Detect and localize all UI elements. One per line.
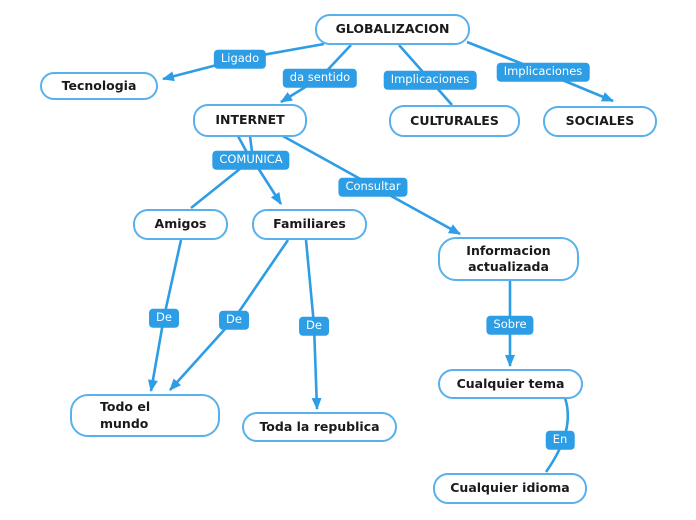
link-label-de-familiares-mundo[interactable]: De — [219, 310, 249, 330]
node-culturales[interactable]: CULTURALES — [389, 105, 520, 137]
edge-internet-amigos[interactable] — [190, 135, 253, 210]
node-internet[interactable]: INTERNET — [193, 104, 307, 137]
link-label-comunica[interactable]: COMUNICA — [212, 150, 290, 170]
node-informacion-actualizada[interactable]: Informacion actualizada — [438, 237, 579, 281]
node-informacion-actualizada-label: Informacion actualizada — [466, 242, 551, 274]
link-label-en[interactable]: En — [545, 430, 575, 450]
node-tecnologia-label: Tecnologia — [61, 77, 137, 93]
link-label-ligado[interactable]: Ligado — [213, 49, 267, 69]
link-label-de-amigos-mundo[interactable]: De — [149, 308, 179, 328]
node-todo-el-mundo[interactable]: Todo el mundo — [70, 394, 220, 437]
node-sociales[interactable]: SOCIALES — [543, 106, 657, 137]
node-tecnologia[interactable]: Tecnologia — [40, 72, 158, 100]
link-label-sobre[interactable]: Sobre — [486, 315, 534, 335]
node-cualquier-idioma[interactable]: Cualquier idioma — [433, 473, 587, 504]
link-label-de-familiares-republica[interactable]: De — [299, 316, 329, 336]
node-cualquier-tema-label: Cualquier tema — [456, 375, 565, 391]
link-label-implicaciones-culturales[interactable]: Implicaciones — [383, 70, 477, 90]
edge-internet-familiares[interactable] — [248, 135, 283, 205]
link-label-da-sentido[interactable]: da sentido — [282, 68, 358, 88]
node-amigos-label: Amigos — [154, 216, 207, 232]
node-toda-la-republica[interactable]: Toda la republica — [242, 412, 397, 442]
node-globalizacion-label: GLOBALIZACION — [335, 21, 450, 37]
node-todo-el-mundo-label: Todo el mundo — [100, 399, 151, 431]
node-culturales-label: CULTURALES — [410, 112, 499, 128]
node-sociales-label: SOCIALES — [565, 113, 635, 129]
node-globalizacion[interactable]: GLOBALIZACION — [315, 14, 470, 45]
node-familiares[interactable]: Familiares — [252, 209, 367, 240]
node-familiares-label: Familiares — [273, 216, 346, 232]
node-toda-la-republica-label: Toda la republica — [259, 418, 380, 434]
link-label-consultar[interactable]: Consultar — [338, 177, 408, 197]
node-cualquier-tema[interactable]: Cualquier tema — [438, 369, 583, 399]
node-internet-label: INTERNET — [215, 112, 285, 128]
node-amigos[interactable]: Amigos — [133, 209, 228, 240]
node-cualquier-idioma-label: Cualquier idioma — [450, 480, 570, 496]
link-label-implicaciones-sociales[interactable]: Implicaciones — [496, 62, 590, 82]
